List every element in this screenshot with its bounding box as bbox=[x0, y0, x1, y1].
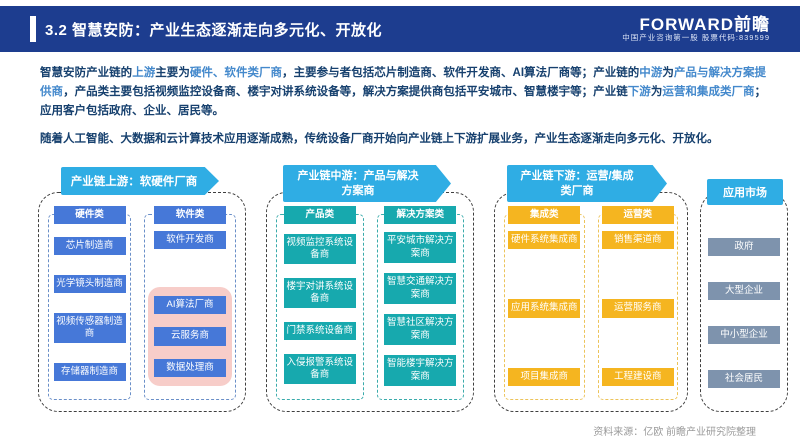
chain-box: 楼宇对讲系统设备商 bbox=[283, 277, 356, 309]
sub-hardware-title: 硬件类 bbox=[53, 206, 126, 224]
chain-box: 数据处理商 bbox=[154, 358, 226, 377]
column-market: 应用市场 政府 大型企业 中小型企业 社会居民 bbox=[700, 179, 788, 412]
text-run: 为 bbox=[662, 67, 674, 79]
intro-paragraph-1: 智慧安防产业链的上游主要为硬件、软件类厂商，主要参与者包括芯片制造商、软件开发商… bbox=[40, 64, 766, 121]
chain-box: 销售渠道商 bbox=[601, 231, 674, 250]
column-midstream: 产业链中游：产品与解决方案商 产品类 视频监控系统设备商 楼宇对讲系统设备商 门… bbox=[266, 165, 474, 412]
text-run: 中游 bbox=[639, 67, 663, 79]
market-box: 社会居民 bbox=[708, 369, 780, 389]
sub-hardware: 硬件类 芯片制造商 光学镜头制造商 视频传感器制造商 存储器制造商 bbox=[48, 206, 131, 400]
brand-logo-text: FORWARD前瞻 bbox=[639, 14, 770, 34]
title-bar: 3.2 智慧安防：产业生态逐渐走向多元化、开放化 FORWARD前瞻 中国产业咨… bbox=[0, 6, 800, 52]
intro-paragraph-2: 随着人工智能、大数据和云计算技术应用逐渐成熟，传统设备厂商开始向产业链上下游扩展… bbox=[40, 132, 719, 145]
chain-box: 工程建设商 bbox=[601, 367, 674, 386]
highlight-group-new-entrants: AI算法厂商 云服务商 数据处理商 bbox=[148, 286, 232, 386]
column-downstream: 产业链下游：运营/集成类厂商 集成类 硬件系统集成商 应用系统集成商 项目集成商… bbox=[494, 165, 688, 412]
downstream-banner: 产业链下游：运营/集成类厂商 bbox=[507, 165, 667, 202]
text-run: 产品与解决方案提供商 bbox=[40, 67, 767, 98]
chain-box: 智慧交通解决方案商 bbox=[384, 273, 457, 304]
sub-integration-title: 集成类 bbox=[508, 206, 581, 224]
text-run: 硬件、软件类厂商 bbox=[189, 67, 283, 79]
chain-box: 项目集成商 bbox=[508, 367, 581, 386]
text-run: 智慧安防产业链的 bbox=[40, 67, 133, 79]
text-run: ；应用客户包括政府、企业、居民等。 bbox=[40, 85, 767, 117]
sub-solutions-title: 解决方案类 bbox=[384, 206, 457, 224]
chain-box: 视频监控系统设备商 bbox=[283, 233, 356, 265]
chain-box: 存储器制造商 bbox=[53, 362, 126, 382]
chain-box: 视频传感器制造商 bbox=[53, 312, 126, 344]
chain-box: 入侵报警系统设备商 bbox=[283, 353, 356, 385]
chain-box: 门禁系统设备商 bbox=[283, 321, 356, 341]
sub-software-title: 软件类 bbox=[154, 206, 226, 224]
chain-box: 硬件系统集成商 bbox=[508, 231, 581, 250]
chain-box: 智能楼宇解决方案商 bbox=[384, 355, 457, 386]
title-accent-bar bbox=[30, 16, 36, 42]
intro-text: 智慧安防产业链的上游主要为硬件、软件类厂商，主要参与者包括芯片制造商、软件开发商… bbox=[40, 64, 766, 149]
brand-logo: FORWARD前瞻 中国产业咨询第一股 股票代码:839599 bbox=[622, 15, 770, 43]
text-run: 上游 bbox=[132, 67, 156, 79]
sub-solutions: 解决方案类 平安城市解决方案商 智慧交通解决方案商 智慧社区解决方案商 智能楼宇… bbox=[376, 206, 464, 400]
chain-box: 芯片制造商 bbox=[53, 236, 126, 256]
text-run: 下游 bbox=[627, 85, 651, 98]
chain-box: 光学镜头制造商 bbox=[53, 274, 126, 294]
page-title: 3.2 智慧安防：产业生态逐渐走向多元化、开放化 bbox=[45, 21, 383, 39]
sub-software: 软件类 软件开发商 AI算法厂商 云服务商 数据处理商 bbox=[144, 206, 236, 400]
chain-box: 智慧社区解决方案商 bbox=[384, 314, 457, 345]
text-run: 运营和集成类厂商 bbox=[662, 85, 755, 98]
source-note: 资料来源：亿欧 前瞻产业研究院整理 bbox=[593, 427, 756, 438]
market-box: 政府 bbox=[708, 237, 780, 257]
market-box: 中小型企业 bbox=[708, 325, 780, 345]
chain-box: 软件开发商 bbox=[154, 231, 226, 250]
text-run: 为 bbox=[650, 85, 663, 98]
sub-integration: 集成类 硬件系统集成商 应用系统集成商 项目集成商 bbox=[504, 206, 585, 400]
chain-box: AI算法厂商 bbox=[154, 295, 226, 315]
sub-operation-title: 运营类 bbox=[601, 206, 674, 224]
chain-box: 应用系统集成商 bbox=[508, 299, 581, 318]
sub-products-title: 产品类 bbox=[283, 206, 356, 224]
text-run: ，产品类主要包括视频监控设备商、楼宇对讲系统设备等，解决方案提供商包括平安城市、… bbox=[63, 85, 628, 98]
text-run: 主要为 bbox=[155, 67, 190, 79]
market-banner: 应用市场 bbox=[707, 179, 783, 205]
chain-box: 运营服务商 bbox=[601, 299, 674, 318]
midstream-banner: 产业链中游：产品与解决方案商 bbox=[283, 165, 451, 202]
chain-box: 云服务商 bbox=[154, 327, 226, 346]
brand-logo-tagline: 中国产业咨询第一股 股票代码:839599 bbox=[622, 33, 770, 43]
sub-products: 产品类 视频监控系统设备商 楼宇对讲系统设备商 门禁系统设备商 入侵报警系统设备… bbox=[276, 206, 364, 400]
chain-box: 平安城市解决方案商 bbox=[384, 232, 457, 263]
market-box: 大型企业 bbox=[708, 281, 780, 301]
upstream-banner: 产业链上游：软硬件厂商 bbox=[61, 167, 219, 195]
column-upstream: 产业链上游：软硬件厂商 硬件类 芯片制造商 光学镜头制造商 视频传感器制造商 存… bbox=[38, 167, 246, 412]
sub-operation: 运营类 销售渠道商 运营服务商 工程建设商 bbox=[597, 206, 678, 400]
text-run: ，主要参与者包括芯片制造商、软件开发商、AI算法厂商等；产业链的 bbox=[282, 67, 640, 79]
